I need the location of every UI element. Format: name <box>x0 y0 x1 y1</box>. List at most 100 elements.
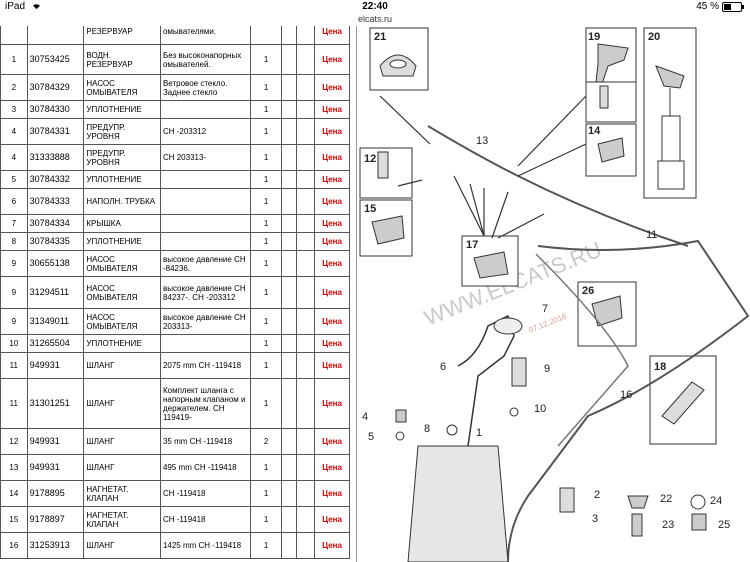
price-link[interactable]: Цена <box>314 308 350 335</box>
part-note: высокое давление CH 203313- <box>159 308 252 335</box>
price-link[interactable]: Цена <box>314 532 350 559</box>
reservoir <box>407 445 509 562</box>
hose-16 <box>535 253 629 447</box>
part-code: 30784332 <box>26 170 85 189</box>
price-link[interactable]: Цена <box>314 26 350 45</box>
quantity <box>250 26 282 45</box>
part-note: CH -203312 <box>159 118 252 145</box>
hose-segment-icon <box>599 85 609 109</box>
price-link[interactable]: Цена <box>314 100 350 119</box>
price-link[interactable]: Цена <box>314 506 350 533</box>
part-name: УПЛОТНЕНИЕ <box>83 334 161 353</box>
price-link[interactable]: Цена <box>314 352 350 379</box>
price-link[interactable]: Цена <box>314 428 350 455</box>
part-code: 31294511 <box>26 276 85 309</box>
price-link[interactable]: Цена <box>314 214 350 233</box>
part-code <box>26 26 85 45</box>
price-link[interactable]: Цена <box>314 144 350 171</box>
callout-label-2: 2 <box>594 489 600 501</box>
callout-label-11: 11 <box>646 229 657 241</box>
quantity: 1 <box>250 480 282 507</box>
num: 11 <box>0 352 28 379</box>
part-code: 30784335 <box>26 232 85 251</box>
quantity: 1 <box>250 334 282 353</box>
price-link[interactable]: Цена <box>314 188 350 215</box>
spacer <box>280 188 297 215</box>
quantity: 1 <box>250 378 282 429</box>
battery-percent: 45 % <box>696 1 719 12</box>
battery-icon <box>722 1 744 12</box>
inline-valve-icon <box>661 381 705 425</box>
part-note: 35 mm CH -119418 <box>159 428 252 455</box>
callout-label-26: 26 <box>582 285 594 297</box>
price-link[interactable]: Цена <box>314 454 350 481</box>
spacer <box>280 118 297 145</box>
price-link[interactable]: Цена <box>314 250 350 277</box>
part-note <box>159 334 252 353</box>
price-link[interactable]: Цена <box>314 276 350 309</box>
callout-label-19: 19 <box>588 31 600 43</box>
spacer <box>295 74 316 101</box>
spacer <box>280 74 297 101</box>
quantity: 1 <box>250 44 282 75</box>
price-link[interactable]: Цена <box>314 232 350 251</box>
quantity: 1 <box>250 454 282 481</box>
spacer <box>280 532 297 559</box>
part-note <box>159 100 252 119</box>
part-25 <box>691 513 707 531</box>
part-name: ПРЕДУПР. УРОВНЯ <box>83 118 161 145</box>
callout-label-16: 16 <box>620 389 632 401</box>
clip-icon <box>473 251 509 279</box>
part-name: НАГНЕТАТ. КЛАПАН <box>83 480 161 507</box>
spacer <box>295 308 316 335</box>
part-note: омывателями. <box>159 26 252 45</box>
spacer <box>280 170 297 189</box>
num: 15 <box>0 506 28 533</box>
spacer <box>295 170 316 189</box>
spacer <box>280 100 297 119</box>
spacer <box>280 334 297 353</box>
num: 2 <box>0 74 28 101</box>
spacer <box>295 26 316 45</box>
price-link[interactable]: Цена <box>314 480 350 507</box>
filler-tube <box>457 314 515 447</box>
part-23 <box>631 513 643 537</box>
price-link[interactable]: Цена <box>314 170 350 189</box>
callout-label-4: 4 <box>362 411 368 423</box>
part-note: Ветровое стекло. Заднее стекло <box>159 74 252 101</box>
address-bar[interactable]: elcats.ru <box>0 14 750 26</box>
price-link[interactable]: Цена <box>314 334 350 353</box>
price-link[interactable]: Цена <box>314 378 350 429</box>
price-link[interactable]: Цена <box>314 74 350 101</box>
spacer <box>295 506 316 533</box>
part-box-21[interactable] <box>369 27 429 91</box>
num: 4 <box>0 118 28 145</box>
quantity: 1 <box>250 100 282 119</box>
callout-label-9: 9 <box>544 363 550 375</box>
part-name: УПЛОТНЕНИЕ <box>83 170 161 189</box>
part-code: 9178897 <box>26 506 85 533</box>
part-note <box>159 214 252 233</box>
part-code: 949931 <box>26 428 85 455</box>
part-code: 30784329 <box>26 74 85 101</box>
part-note <box>159 232 252 251</box>
quantity: 1 <box>250 188 282 215</box>
callout-label-6: 6 <box>440 361 446 373</box>
num: 11 <box>0 378 28 429</box>
price-link[interactable]: Цена <box>314 44 350 75</box>
part-box-12b[interactable] <box>585 81 637 123</box>
callout-label-13: 13 <box>476 135 488 147</box>
part-box-14[interactable] <box>585 123 637 177</box>
price-link[interactable]: Цена <box>314 118 350 145</box>
part-code: 31349011 <box>26 308 85 335</box>
pump-2 <box>559 487 575 513</box>
